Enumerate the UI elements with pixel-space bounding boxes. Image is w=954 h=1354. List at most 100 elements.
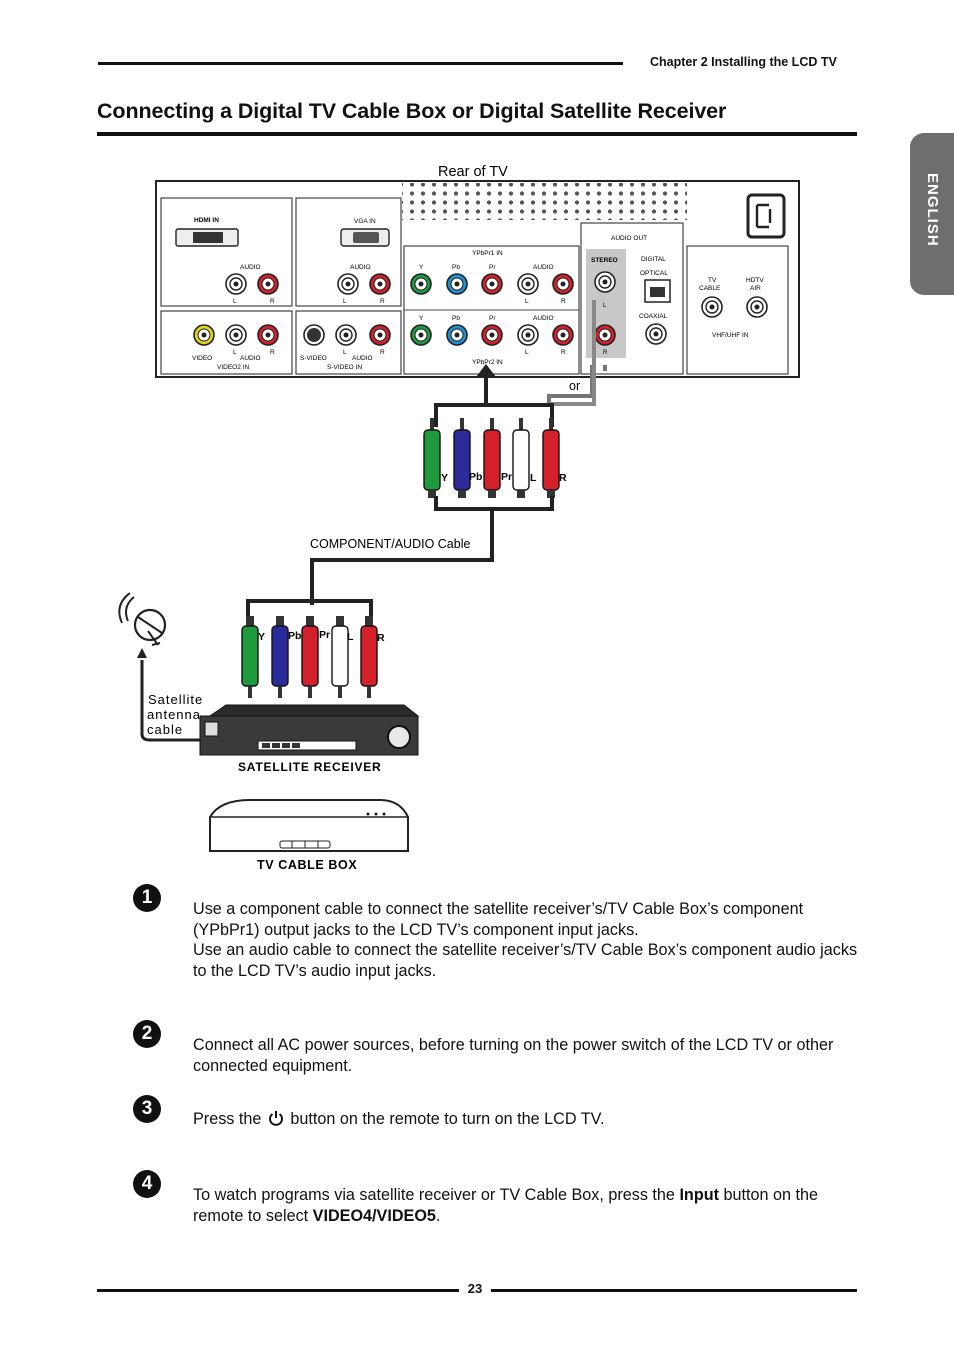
svg-text:R: R <box>380 298 385 305</box>
svg-text:AUDIO: AUDIO <box>240 355 261 362</box>
ypbpr2-in-label: YPbPr2 IN <box>472 359 503 366</box>
header-rule <box>98 62 623 65</box>
video2-in-label: VIDEO2 IN <box>217 364 249 371</box>
lower-cable-bracket <box>246 599 373 627</box>
svg-text:R: R <box>380 349 385 356</box>
satellite-dish-icon <box>118 592 167 646</box>
language-tab-label: ENGLISH <box>924 173 941 247</box>
connection-diagram: Rear of TV HDMI IN AUDIO L R VGA IN AUDIO… <box>118 164 800 872</box>
svg-text:AUDIO: AUDIO <box>350 264 371 271</box>
tv-cable-box-label: TV CABLE BOX <box>257 858 357 872</box>
rear-of-tv-label: Rear of TV <box>438 164 508 180</box>
svg-text:L: L <box>525 349 529 356</box>
language-tab: ENGLISH <box>910 133 954 295</box>
power-icon <box>268 1111 283 1126</box>
arrow-up-icon <box>137 648 147 658</box>
svg-text:Pr: Pr <box>501 471 512 483</box>
svg-text:R: R <box>270 298 275 305</box>
step-number-1: 1 <box>133 884 161 912</box>
svg-text:DIGITAL: DIGITAL <box>641 256 666 263</box>
satellite-receiver-label: SATELLITE RECEIVER <box>238 760 382 774</box>
step-3-text: Press the button on the remote to turn o… <box>193 1109 853 1130</box>
svg-text:COAXIAL: COAXIAL <box>639 313 668 320</box>
svg-text:Y: Y <box>419 264 424 271</box>
or-label: or <box>569 379 580 393</box>
svg-text:Pr: Pr <box>319 629 330 641</box>
svg-text:AUDIO: AUDIO <box>533 264 554 271</box>
vhf-uhf-in-label: VHF/UHF IN <box>712 332 749 339</box>
svg-text:L: L <box>347 631 354 643</box>
footer-rule-right <box>491 1289 857 1292</box>
svg-text:R: R <box>561 298 566 305</box>
step-1-text: Use a component cable to connect the sat… <box>193 899 863 981</box>
svg-text:AIR: AIR <box>750 285 761 292</box>
svg-text:VIDEO: VIDEO <box>192 355 212 362</box>
step-3-before: Press the <box>193 1110 262 1128</box>
svg-text:AUDIO: AUDIO <box>533 315 554 322</box>
svg-text:Satellite: Satellite <box>148 692 203 707</box>
svg-text:R: R <box>377 632 385 644</box>
arrow-up-icon <box>476 364 496 377</box>
svg-text:Y: Y <box>258 631 265 643</box>
svg-text:L: L <box>525 298 529 305</box>
step-4-text: To watch programs via satellite receiver… <box>193 1186 819 1225</box>
step-number-2: 2 <box>133 1020 161 1048</box>
svg-text:Pb: Pb <box>288 630 301 642</box>
svg-text:Pr: Pr <box>489 315 496 322</box>
svg-text:L: L <box>530 472 537 484</box>
cable-label: COMPONENT/AUDIO Cable <box>310 537 470 551</box>
antenna-cable <box>140 660 206 742</box>
svg-text:R: R <box>561 349 566 356</box>
upper-plugs <box>423 418 560 498</box>
svg-text:L: L <box>343 349 347 356</box>
svg-text:S-VIDEO: S-VIDEO <box>300 355 327 362</box>
svg-text:cable: cable <box>147 722 183 737</box>
svg-text:L: L <box>343 298 347 305</box>
step-1-line-1: Use a component cable to connect the sat… <box>193 900 804 939</box>
svg-text:L: L <box>603 303 607 309</box>
chapter-header: Chapter 2 Installing the LCD TV <box>650 55 837 69</box>
svg-text:CABLE: CABLE <box>699 285 721 292</box>
svg-text:R: R <box>270 349 275 356</box>
svg-text:antenna: antenna <box>147 707 201 722</box>
svg-text:HDTV: HDTV <box>746 277 764 284</box>
vga-in-label: VGA IN <box>354 218 376 225</box>
vent-grille <box>402 183 687 220</box>
ypbpr1-in-label: YPbPr1 IN <box>472 250 503 257</box>
svg-text:Y: Y <box>441 472 448 484</box>
step-number-3: 3 <box>133 1095 161 1123</box>
satellite-receiver-device <box>199 704 420 756</box>
page-title: Connecting a Digital TV Cable Box or Dig… <box>97 99 727 123</box>
alt-audio-route <box>549 300 596 406</box>
svg-text:OPTICAL: OPTICAL <box>640 270 668 277</box>
svg-text:AUDIO: AUDIO <box>352 355 373 362</box>
step-3-after: button on the remote to turn on the LCD … <box>290 1110 605 1128</box>
lower-plugs <box>241 616 378 698</box>
step-2-text: Connect all AC power sources, before tur… <box>193 1036 834 1075</box>
footer-rule-left <box>97 1289 459 1292</box>
hdmi-in-label: HDMI IN <box>194 217 219 224</box>
power-socket-icon <box>746 193 786 239</box>
video-source-name: VIDEO4/VIDEO5 <box>312 1206 436 1225</box>
step-1-line-2: Use an audio cable to connect the satell… <box>193 941 858 980</box>
hdmi-audio-label: AUDIO <box>240 264 261 271</box>
step-number-4: 4 <box>133 1170 161 1198</box>
svg-text:L: L <box>233 298 237 305</box>
svg-text:Pb: Pb <box>452 315 460 322</box>
svg-text:R: R <box>603 350 608 356</box>
svg-text:L: L <box>233 349 237 356</box>
svg-text:STEREO: STEREO <box>591 257 618 264</box>
svg-text:Pb: Pb <box>469 471 482 483</box>
component-audio-cable <box>310 509 494 605</box>
tv-cable-box-device <box>209 799 409 852</box>
audio-out-label: AUDIO OUT <box>611 235 647 242</box>
svg-text:Pr: Pr <box>489 264 496 271</box>
svg-text:TV: TV <box>708 277 717 284</box>
svg-text:Pb: Pb <box>452 264 460 271</box>
svg-text:R: R <box>559 472 567 484</box>
s-video-in-label: S-VIDEO IN <box>327 364 362 371</box>
page-number: 23 <box>467 1281 483 1296</box>
input-button-name: Input <box>679 1186 719 1204</box>
title-rule <box>97 132 857 136</box>
svg-text:Y: Y <box>419 315 424 322</box>
